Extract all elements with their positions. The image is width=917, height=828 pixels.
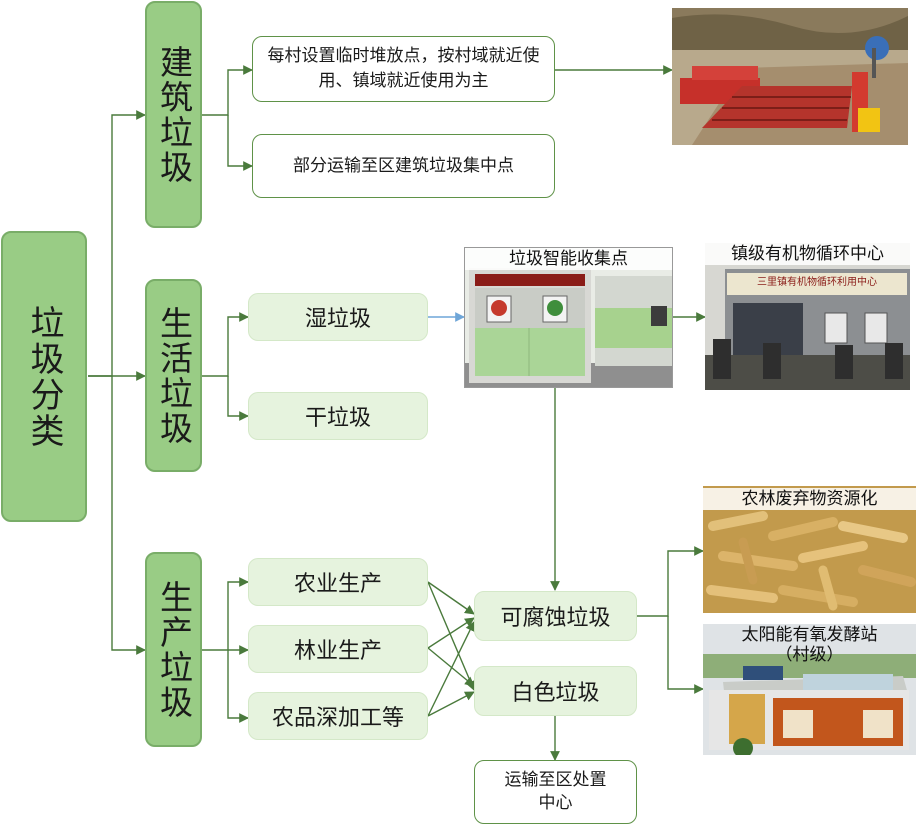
category-production-label: 生产垃圾 [154,579,194,720]
smart-collection-photo: 垃圾智能收集点 [464,247,673,388]
transport-disposal-text: 运输至区处置中心 [504,770,607,813]
connector-root-production [111,376,146,655]
category-construction-label: 建筑垃圾 [154,44,194,185]
forest-production-label: 林业生产 [293,639,382,664]
connector-processing-bio [427,621,475,717]
agroforestry-caption: 农林废弃物资源化 [703,488,916,510]
connector-construction-items [202,65,253,116]
agroforestry-photo: 农林废弃物资源化 [703,486,916,613]
construction-transport-text: 部分运输至区建筑垃圾集中点 [293,155,514,176]
category-construction: 建筑垃圾 [145,1,202,228]
biodegradable-waste-label: 可腐蚀垃圾 [500,606,611,631]
white-waste-label: 白色垃圾 [511,681,600,706]
root-node: 垃圾分类 [1,231,87,522]
white-waste-node: 白色垃圾 [474,666,637,716]
solar-station-caption-1: 太阳能有氧发酵站 [741,625,878,645]
agri-production-label: 农业生产 [293,572,382,597]
solar-station-caption-2: （村级） [775,645,844,665]
connector-bio-outputs [637,546,704,617]
category-domestic: 生活垃圾 [145,279,202,472]
transport-disposal-node: 运输至区处置中心 [474,760,637,824]
solar-station-photo: 太阳能有氧发酵站 （村级） [703,624,916,755]
connector-forest-bio [427,617,475,649]
connector-domestic-wet [202,312,249,377]
biodegradable-waste-node: 可腐蚀垃圾 [474,591,637,641]
connector-production-processing [227,650,249,723]
construction-temp-storage-text: 每村设置临时堆放点，按村域就近使用、镇域就近使用为主 [267,46,540,91]
category-production: 生产垃圾 [145,552,202,747]
construction-site-photo [672,8,908,145]
agri-processing-label: 农品深加工等 [271,706,404,731]
organic-center-photo: 镇级有机物循环中心 三里镇有机物循环利用中心 [705,243,910,390]
connector-processing-white [427,691,475,717]
construction-transport: 部分运输至区建筑垃圾集中点 [252,134,555,198]
organic-center-sign: 三里镇有机物循环利用中心 [757,277,877,288]
wet-waste-node: 湿垃圾 [248,293,428,341]
connector-agri-bio [427,581,475,615]
connector-production-agri [202,577,249,651]
connector-domestic-dry [227,376,249,421]
smart-collection-caption: 垃圾智能收集点 [465,248,672,270]
category-domestic-label: 生活垃圾 [154,305,194,446]
agri-processing-node: 农品深加工等 [248,692,428,740]
dry-waste-node: 干垃圾 [248,392,428,440]
connector-bio-solar [667,616,704,694]
agri-production-node: 农业生产 [248,558,428,606]
connector-agri-white [427,581,476,691]
dry-waste-label: 干垃圾 [304,406,371,431]
forest-production-node: 林业生产 [248,625,428,673]
construction-temp-storage: 每村设置临时堆放点，按村域就近使用、镇域就近使用为主 [252,36,555,102]
root-label: 垃圾分类 [24,304,64,449]
organic-center-caption: 镇级有机物循环中心 [705,243,910,265]
connector-construction-item2 [227,115,253,171]
wet-waste-label: 湿垃圾 [304,307,371,332]
connector-forest-white [427,647,475,687]
connector-root-construction [88,110,146,377]
